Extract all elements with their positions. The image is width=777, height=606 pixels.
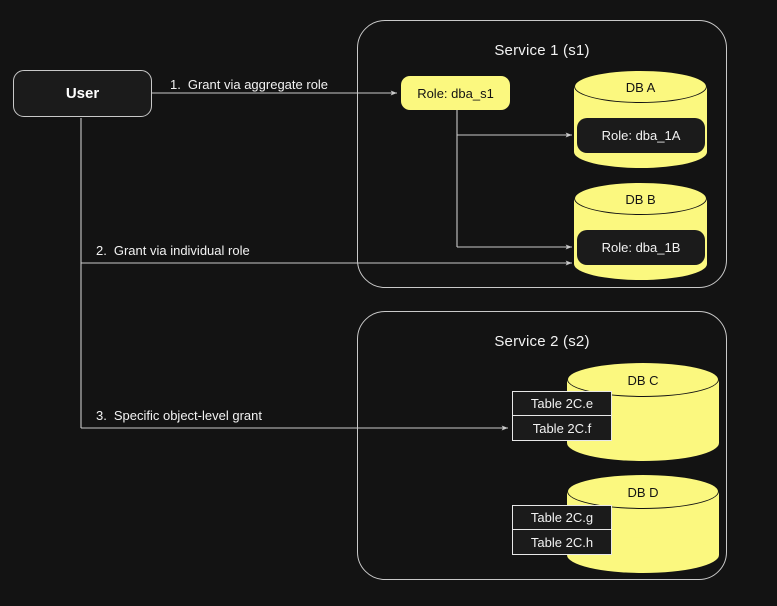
role-box-dba-1a-label: Role: dba_1A: [601, 128, 681, 143]
db-d-label: DB D: [627, 485, 659, 500]
edge-1-number: 1.: [170, 77, 181, 92]
table-box-2ce-label: Table 2C.e: [530, 396, 594, 411]
table-box-2cg[interactable]: Table 2C.g: [512, 505, 612, 530]
edge-1-text: Grant via aggregate role: [187, 77, 329, 92]
db-a-label: DB A: [625, 80, 656, 95]
edge-label-3: 3. Specific object-level grant: [96, 408, 262, 423]
db-b-top-cap: [574, 182, 707, 215]
user-label: User: [65, 85, 100, 102]
edge-label-1: 1. Grant via aggregate role: [170, 77, 328, 92]
role-pill-dba-s1[interactable]: Role: dba_s1: [401, 76, 510, 110]
db-b-label: DB B: [625, 192, 656, 207]
table-box-2ce[interactable]: Table 2C.e: [512, 391, 612, 416]
edge-3-text: Specific object-level grant: [113, 408, 262, 423]
edge-2-text: Grant via individual role: [113, 243, 250, 258]
user-node[interactable]: User: [13, 70, 152, 117]
role-box-dba-1b-label: Role: dba_1B: [601, 240, 681, 255]
role-pill-dba-s1-label: Role: dba_s1: [417, 85, 494, 101]
service-2-title: Service 2 (s2): [494, 333, 590, 350]
table-box-2cf[interactable]: Table 2C.f: [512, 415, 612, 441]
role-box-dba-1a[interactable]: Role: dba_1A: [577, 118, 705, 153]
service-1-title: Service 1 (s1): [494, 42, 590, 59]
db-c-label: DB C: [627, 373, 659, 388]
edge-3-number: 3.: [96, 408, 107, 423]
table-box-2cf-label: Table 2C.f: [532, 420, 592, 436]
table-box-2ch-label: Table 2C.h: [530, 534, 594, 550]
db-a-top-cap: [574, 70, 707, 103]
role-box-dba-1b[interactable]: Role: dba_1B: [577, 230, 705, 265]
edge-label-2: 2. Grant via individual role: [96, 243, 250, 258]
edge-2-number: 2.: [96, 243, 107, 258]
db-d-top-cap: [567, 474, 719, 509]
service-1-container: Service 1 (s1): [357, 20, 727, 288]
service-2-container: Service 2 (s2): [357, 311, 727, 580]
table-box-2cg-label: Table 2C.g: [530, 510, 594, 525]
table-box-2ch[interactable]: Table 2C.h: [512, 529, 612, 555]
